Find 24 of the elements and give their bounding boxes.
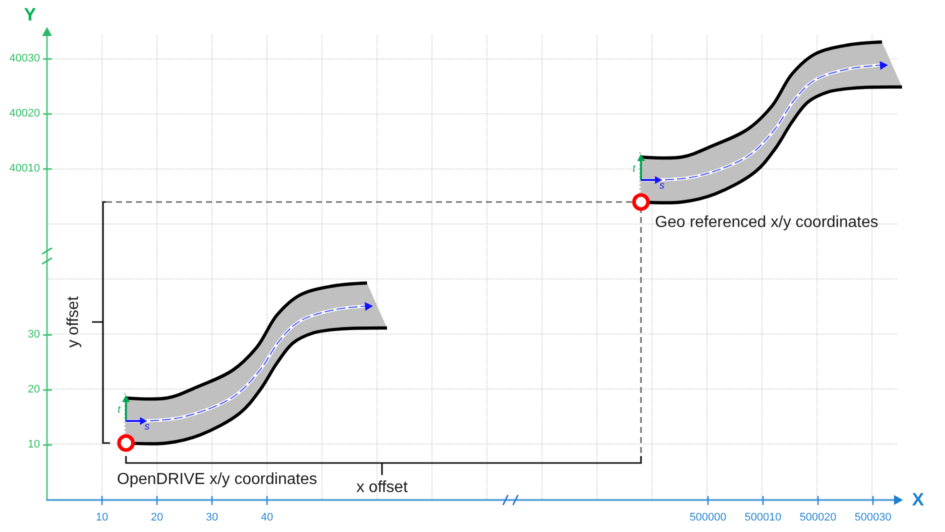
axis-label: X bbox=[912, 490, 924, 510]
frame-axis-label: t bbox=[118, 404, 120, 416]
frame-axis-label: t bbox=[632, 163, 636, 175]
tick-label: 20 bbox=[150, 512, 164, 524]
tick-label: 10 bbox=[28, 438, 40, 452]
tick-label: 40010 bbox=[9, 162, 40, 176]
coordinate-label: OpenDRIVE x/y coordinates bbox=[117, 470, 318, 490]
tick-label: 40 bbox=[260, 512, 274, 524]
coordinate-label: Geo referenced x/y coordinates bbox=[655, 214, 878, 232]
dimension-label: x offset bbox=[356, 478, 408, 498]
axis-label: Y bbox=[24, 4, 36, 26]
tick-label: 500020 bbox=[800, 512, 836, 524]
tick-label: 10 bbox=[96, 512, 108, 524]
tick-label: 20 bbox=[28, 384, 40, 396]
tick-label: 40030 bbox=[9, 52, 40, 66]
tick-label: 500010 bbox=[744, 512, 782, 524]
tick-label: 500030 bbox=[854, 512, 892, 524]
dimension-label: y offset bbox=[64, 296, 83, 348]
frame-axis-label: s bbox=[660, 180, 664, 192]
tick-label: 30 bbox=[206, 512, 218, 524]
tick-label: 30 bbox=[28, 328, 40, 342]
tick-label: 500000 bbox=[690, 512, 726, 524]
frame-axis-label: s bbox=[144, 421, 150, 433]
tick-label: 40020 bbox=[9, 108, 40, 120]
